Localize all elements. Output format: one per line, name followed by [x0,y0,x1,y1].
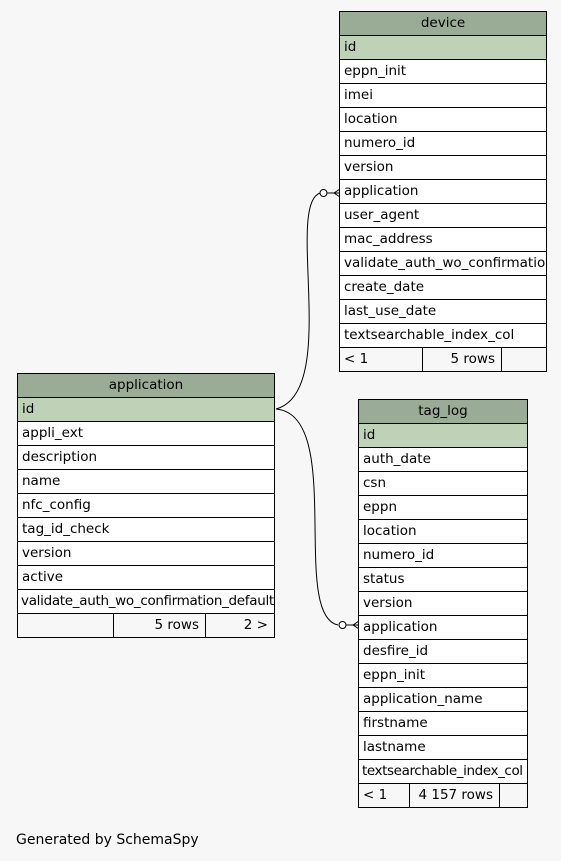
table-application-title[interactable]: application [18,374,274,398]
table-tag-log-pk-column[interactable]: id [359,424,527,448]
tag-log-children-count[interactable] [500,784,527,807]
table-device[interactable]: device id eppn_init imei location numero… [339,11,547,372]
device-column[interactable]: textsearchable_index_col [340,324,546,348]
table-application-pk-column[interactable]: id [18,398,274,422]
link-taglog-application-optional-marker [338,621,347,629]
device-column[interactable]: numero_id [340,132,546,156]
tag-log-column[interactable]: numero_id [359,544,527,568]
tag-log-column[interactable]: csn [359,472,527,496]
generator-credit: Generated by SchemaSpy [16,832,199,848]
tag-log-column[interactable]: eppn [359,496,527,520]
tag-log-column[interactable]: application [359,616,527,640]
tag-log-parents-count[interactable]: < 1 [359,784,410,807]
application-column[interactable]: validate_auth_wo_confirmation_default [18,590,274,614]
link-device-application-optional-marker [319,189,328,197]
application-children-count[interactable]: 2 > [243,617,268,633]
table-application[interactable]: application id appli_ext description nam… [17,373,275,638]
device-column[interactable]: application [340,180,546,204]
application-column[interactable]: version [18,542,274,566]
tag-log-column[interactable]: auth_date [359,448,527,472]
device-column[interactable]: imei [340,84,546,108]
application-row-count: 5 rows [114,614,206,637]
tag-log-column[interactable]: desfire_id [359,640,527,664]
device-column[interactable]: last_use_date [340,300,546,324]
tag-log-column[interactable]: version [359,592,527,616]
tag-log-column[interactable]: application_name [359,688,527,712]
table-device-footer: < 1 5 rows [340,348,546,371]
device-column[interactable]: version [340,156,546,180]
table-tag-log-footer: < 1 4 157 rows [359,784,527,807]
table-tag-log-title[interactable]: tag_log [359,400,527,424]
application-column[interactable]: nfc_config [18,494,274,518]
link-device-application [275,192,321,410]
tag-log-column[interactable]: status [359,568,527,592]
table-tag-log[interactable]: tag_log id auth_date csn eppn location n… [358,399,528,808]
link-taglog-application [275,408,339,626]
device-children-count[interactable] [502,348,546,371]
device-column[interactable]: location [340,108,546,132]
device-row-count: 5 rows [423,348,502,371]
table-device-columns: eppn_init imei location numero_id versio… [340,60,546,348]
tag-log-column[interactable]: location [359,520,527,544]
table-device-title[interactable]: device [340,12,546,36]
table-application-footer: 5 rows 2 > [18,614,274,637]
device-column[interactable]: user_agent [340,204,546,228]
application-column[interactable]: active [18,566,274,590]
application-column[interactable]: description [18,446,274,470]
tag-log-column[interactable]: lastname [359,736,527,760]
application-column[interactable]: tag_id_check [18,518,274,542]
tag-log-column[interactable]: textsearchable_index_col [359,760,527,784]
tag-log-row-count: 4 157 rows [410,784,500,807]
table-tag-log-columns: auth_date csn eppn location numero_id st… [359,448,527,784]
table-device-pk-column[interactable]: id [340,36,546,60]
device-column[interactable]: create_date [340,276,546,300]
application-parents-count[interactable] [18,614,114,637]
table-application-columns: appli_ext description name nfc_config ta… [18,422,274,614]
device-parents-count[interactable]: < 1 [340,348,423,371]
device-column[interactable]: eppn_init [340,60,546,84]
device-column[interactable]: validate_auth_wo_confirmation [340,252,546,276]
tag-log-column[interactable]: eppn_init [359,664,527,688]
device-column[interactable]: mac_address [340,228,546,252]
application-column[interactable]: appli_ext [18,422,274,446]
tag-log-column[interactable]: firstname [359,712,527,736]
application-column[interactable]: name [18,470,274,494]
